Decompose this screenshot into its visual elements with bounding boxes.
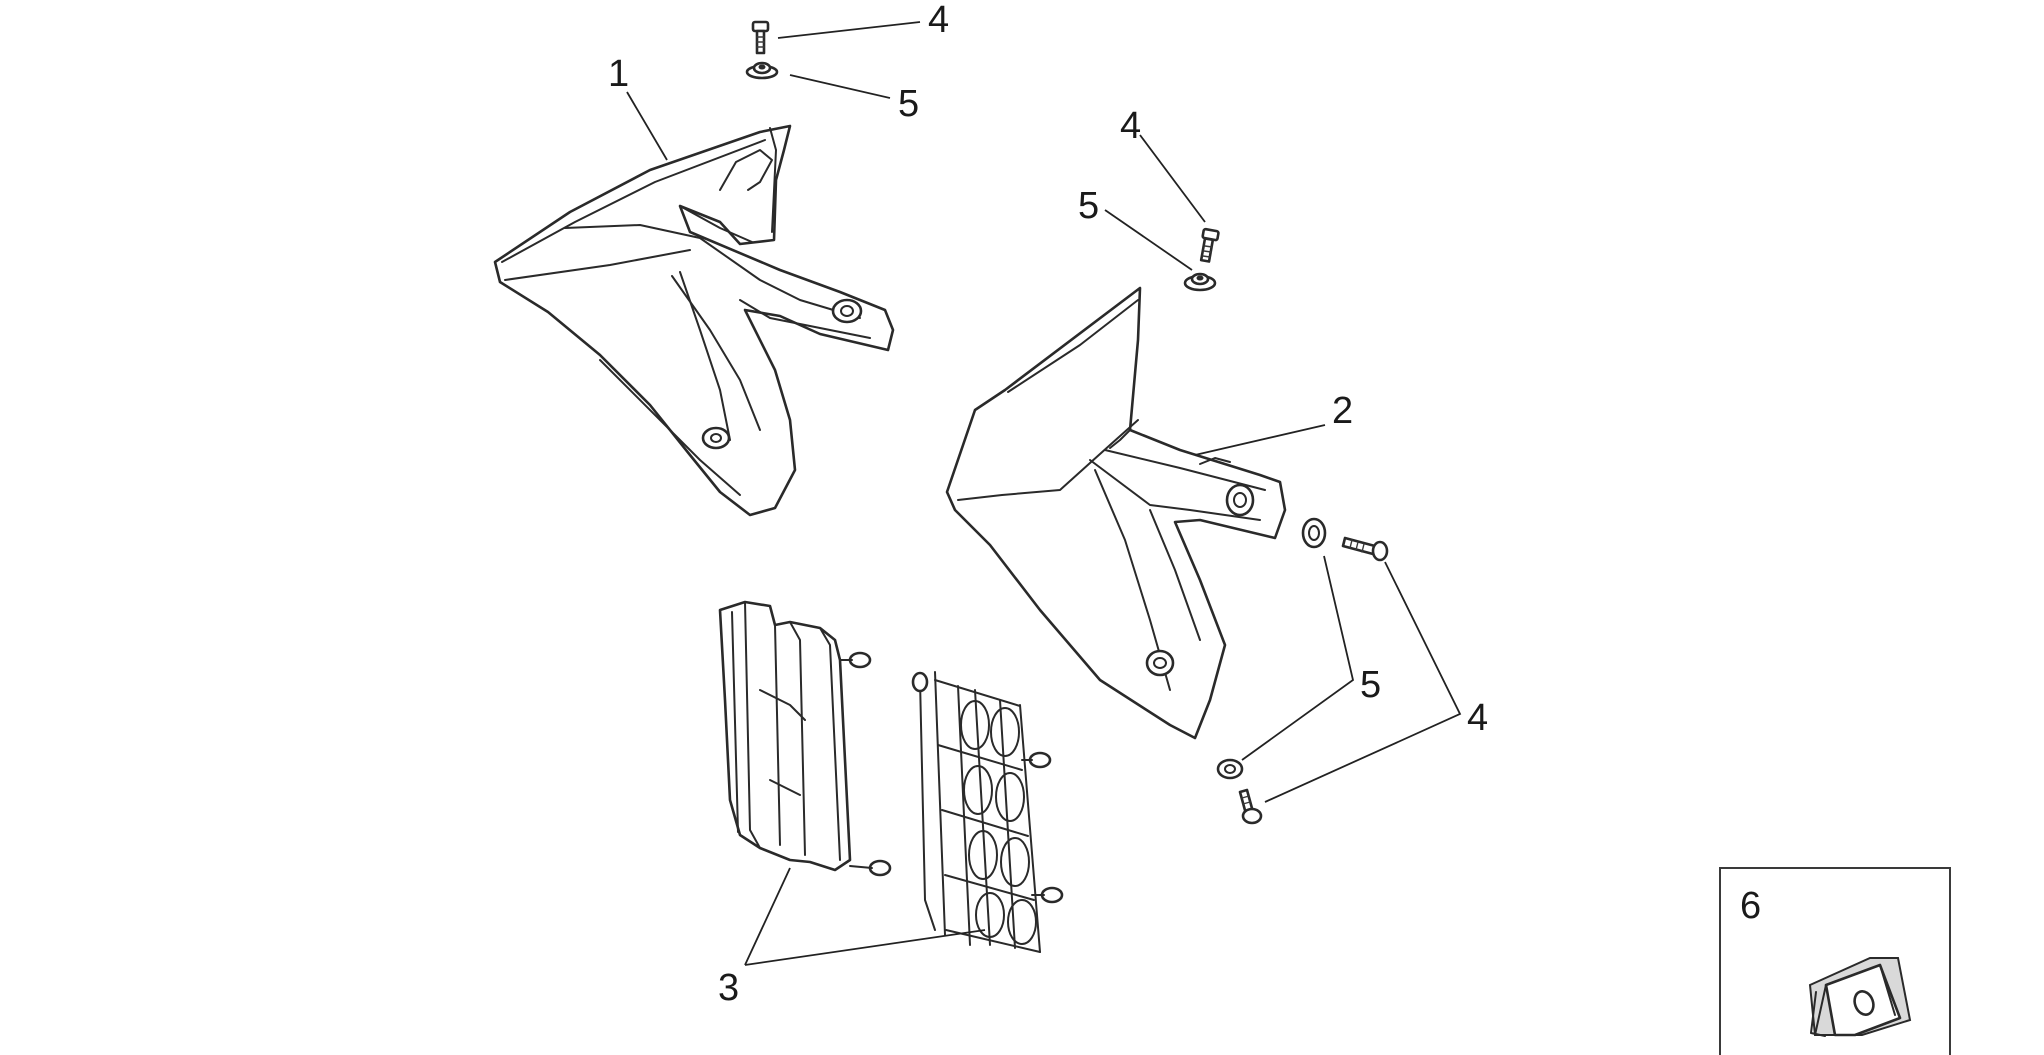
part-2-right-shroud [945,286,1287,740]
callout-labels: 1 4 5 4 5 2 5 4 3 6 [608,0,1761,1009]
callout-4-top: 4 [928,0,949,41]
part-6-spring-clip [1808,957,1912,1037]
part-3-louvre-grille [911,671,1064,953]
part-1-left-shroud [493,124,895,517]
callout-6: 6 [1740,885,1761,927]
washer-5-lower [1216,758,1244,780]
callout-4-right: 4 [1467,697,1488,739]
callout-5-middle: 5 [1078,185,1099,227]
washer-5-top [745,61,779,80]
callout-2: 2 [1332,390,1353,432]
part-3-louvre-panel-solid [718,600,892,877]
washer-5-middle [1183,272,1217,292]
screw-4-right [1341,536,1389,562]
callout-1: 1 [608,53,629,95]
screw-4-top [751,20,770,55]
callout-5-right: 5 [1360,664,1381,706]
callout-5-top: 5 [898,83,919,125]
screw-4-middle [1199,227,1220,263]
grille-slots [960,700,1037,945]
washer-5-right [1301,517,1327,549]
callout-3: 3 [718,967,739,1009]
leader-lines [626,21,1462,966]
callout-4-middle: 4 [1120,105,1141,147]
screw-4-lower [1238,788,1263,825]
